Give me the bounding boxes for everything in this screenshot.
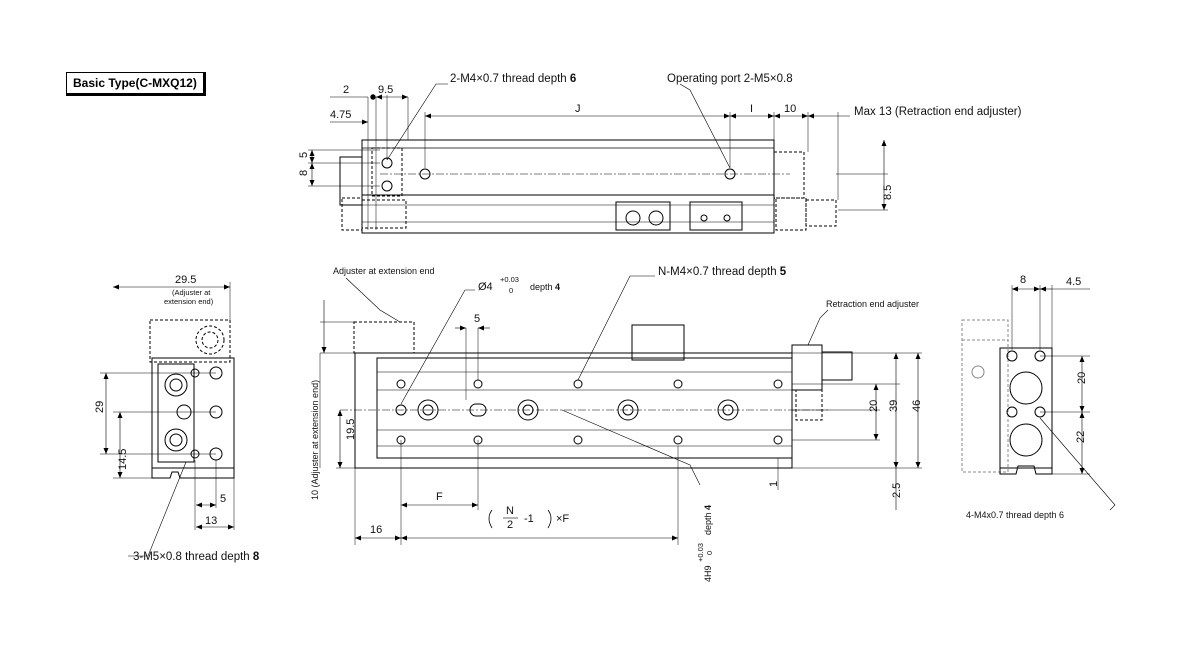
- dim-39: 39: [888, 400, 900, 412]
- dim-8: 8: [298, 170, 310, 176]
- callout-thread-right: 4-M4x0.7 thread depth 6: [966, 510, 1064, 520]
- formula-minus-1: -1: [524, 513, 534, 525]
- dim-22: 22: [1075, 431, 1087, 443]
- dim-14-5: 14.5: [117, 449, 129, 470]
- formula-2: 2: [507, 519, 513, 531]
- hole-tol-upper: +0.03: [696, 543, 705, 562]
- label-retraction-end-adjuster: Retraction end adjuster: [826, 299, 919, 309]
- formula-times-F: ×F: [556, 513, 569, 525]
- phi-tol-upper: +0.03: [500, 275, 519, 284]
- callout-operating-port: Operating port 2-M5×0.8: [667, 73, 793, 85]
- dim-13: 13: [205, 515, 217, 527]
- adjuster-note-line-2: extension end): [164, 297, 214, 306]
- dim-46: 46: [911, 400, 923, 412]
- hole-depth: depth 4: [703, 505, 713, 535]
- dim-8-5: 8.5: [882, 185, 894, 200]
- dim-I: I: [750, 103, 753, 115]
- dim-5: 5: [298, 152, 310, 158]
- left-view: [100, 282, 235, 557]
- dim-20-right: 20: [1076, 372, 1088, 384]
- dim-1: 1: [768, 481, 780, 487]
- phi-tol-lower: 0: [509, 286, 513, 295]
- dim-19-5: 19.5: [345, 419, 357, 440]
- callout-nm4: N-M4×0.7 thread depth 5: [658, 266, 787, 278]
- callout-max-13: Max 13 (Retraction end adjuster): [854, 106, 1022, 118]
- dim-5-front: 5: [474, 313, 480, 325]
- dim-16: 16: [370, 524, 382, 536]
- dim-5-left: 5: [220, 493, 226, 505]
- formula-N: N: [506, 505, 514, 517]
- callout-phi4: Ø4: [478, 281, 493, 293]
- hole-4H9: 4H9: [703, 565, 713, 582]
- hole-tol-lower: 0: [705, 551, 714, 555]
- vertical-note-adjuster: 10 (Adjuster at extension end): [310, 380, 320, 500]
- dim-4-5: 4.5: [1066, 276, 1081, 288]
- dim-2: 2: [343, 84, 349, 96]
- dim-J: J: [575, 103, 581, 115]
- adjuster-note-line-1: (Adjuster at: [172, 288, 211, 297]
- dim-9-5: 9.5: [378, 84, 393, 96]
- dim-4-75: 4.75: [330, 109, 351, 121]
- dim-29: 29: [94, 401, 106, 413]
- top-view: [308, 83, 888, 234]
- dim-20-front: 20: [868, 400, 880, 412]
- front-view: [319, 275, 922, 545]
- label-adjuster-extension-end: Adjuster at extension end: [333, 266, 435, 276]
- dim-F: F: [436, 491, 443, 503]
- dim-29-5: 29.5: [175, 274, 196, 286]
- dim-10: 10: [784, 103, 796, 115]
- phi-depth: depth 4: [530, 282, 560, 292]
- page-title: Basic Type(C-MXQ12): [66, 72, 206, 96]
- dim-8-right: 8: [1020, 274, 1026, 286]
- dim-2-5: 2.5: [891, 483, 903, 498]
- callout-thread-top: 2-M4×0.7 thread depth 6: [450, 73, 576, 85]
- right-view: [961, 285, 1116, 511]
- callout-thread-left: 3-M5×0.8 thread depth 8: [133, 551, 260, 563]
